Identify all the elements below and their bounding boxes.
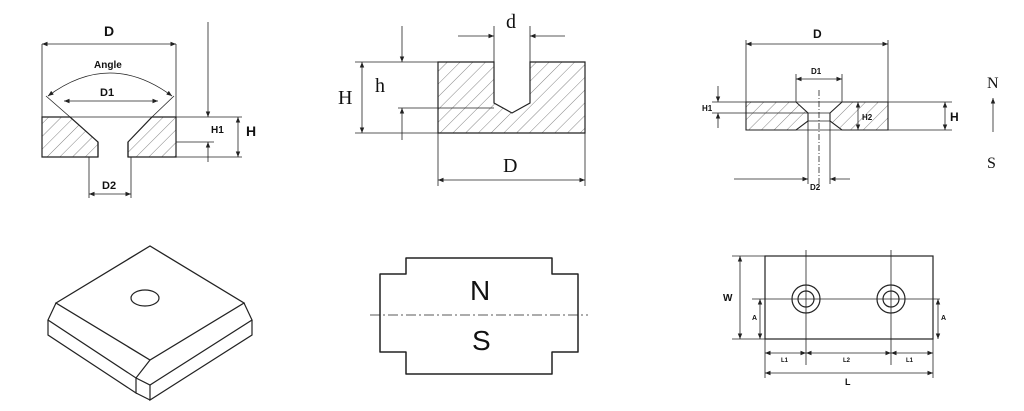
double-countersunk-d2-label: D2 <box>810 183 821 192</box>
countersunk-h1-label: H1 <box>211 125 224 136</box>
blind-hole-h-big-label: H <box>338 87 352 109</box>
double-countersunk-south-label: S <box>987 155 996 172</box>
blind-hole-body <box>437 61 586 134</box>
blind-hole-section-diagram: d H h D <box>338 11 586 186</box>
double-countersunk-h-label: H <box>950 110 959 124</box>
double-countersunk-north-label: N <box>987 75 999 92</box>
double-countersunk-h1-label: H1 <box>702 104 713 113</box>
two-hole-plan-diagram: W A A L1 L2 L1 L <box>723 250 946 387</box>
blind-hole-d-big-label: D <box>503 155 517 177</box>
blind-hole-d-small-label: d <box>506 11 516 33</box>
magnet-profile-diagram: N S <box>370 257 588 375</box>
plan-w-label: W <box>723 293 733 304</box>
double-countersunk-h2-label: H2 <box>862 113 873 122</box>
double-countersunk-d1-label: D1 <box>811 67 822 76</box>
countersunk-body-right <box>127 116 177 158</box>
double-countersunk-body-left <box>745 101 809 131</box>
countersunk-d2-label: D2 <box>102 180 116 192</box>
blind-hole-h-small-label: h <box>375 75 385 97</box>
magnet-profile-outline <box>379 257 579 375</box>
countersunk-d1-label: D1 <box>100 87 114 99</box>
double-countersunk-d-label: D <box>813 27 822 41</box>
countersunk-section-diagram: D Angle D1 H1 H D2 <box>41 22 256 198</box>
countersunk-body <box>41 116 99 158</box>
plan-l-label: L <box>845 377 851 387</box>
isometric-block-drawing <box>47 245 253 402</box>
countersunk-d-label: D <box>104 23 114 39</box>
double-countersunk-section-diagram: D D1 H1 H2 H D2 N S <box>702 27 999 192</box>
magnet-profile-north-label: N <box>470 275 490 306</box>
block-hole <box>130 289 160 307</box>
plan-l1-right-label: L1 <box>906 358 914 364</box>
double-countersunk-body-right <box>829 101 889 131</box>
plan-a-right-label: A <box>941 315 946 322</box>
plan-l2-label: L2 <box>843 358 851 364</box>
plan-outline <box>764 255 934 340</box>
countersunk-h-label: H <box>246 123 256 139</box>
plan-l1-left-label: L1 <box>781 358 789 364</box>
plan-a-left-label: A <box>752 315 757 322</box>
countersunk-angle-label: Angle <box>94 60 122 71</box>
magnet-profile-south-label: S <box>472 325 491 356</box>
